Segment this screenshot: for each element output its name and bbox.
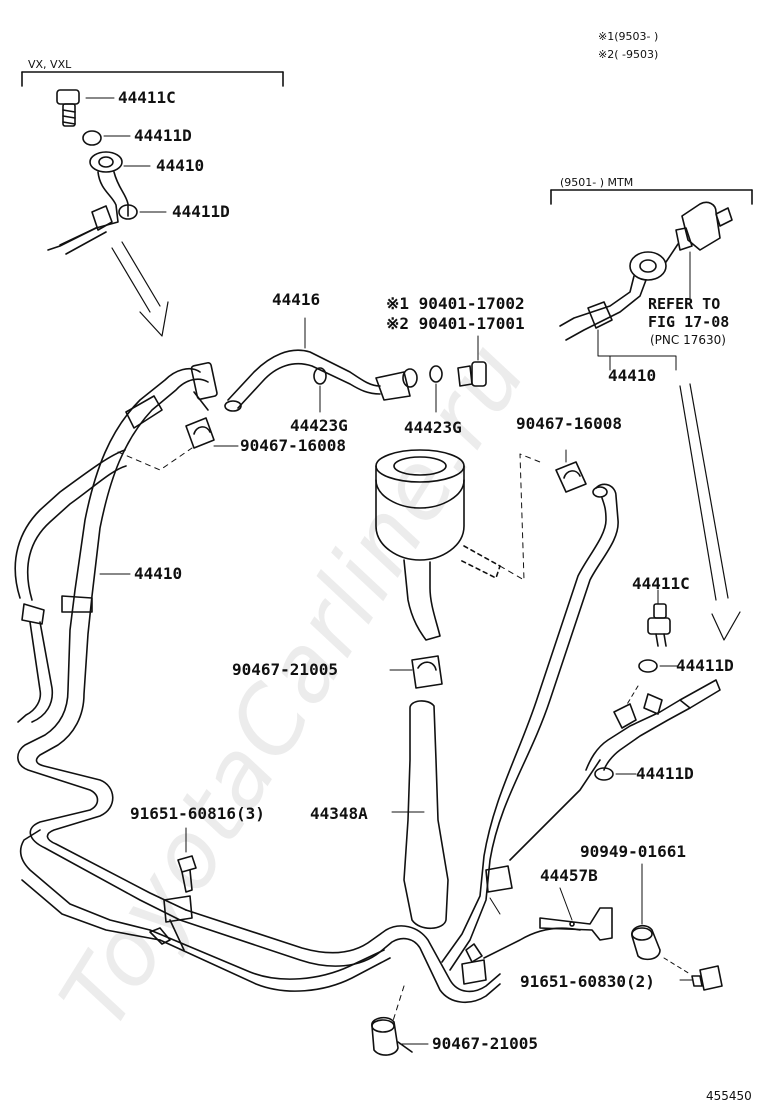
part-label-90467-16008: 90467-16008	[516, 414, 622, 433]
figure-number: 455450	[706, 1089, 752, 1103]
pressure-hose-detail	[509, 679, 721, 861]
hose-clip-icon	[555, 449, 587, 493]
hose-clip-icon	[185, 417, 237, 449]
part-label-44411c: 44411C	[118, 88, 176, 107]
leader-line	[117, 447, 193, 471]
note-1: ※1(9503- )	[598, 30, 659, 43]
flange-bolt-icon	[177, 827, 197, 893]
union-bolt-icon	[647, 589, 671, 647]
group-label-vx-vxl: VX, VXL	[28, 58, 72, 71]
return-pipe-44416	[224, 317, 418, 412]
part-label-90949-01661: 90949-01661	[580, 842, 686, 861]
part-label-44457b: 44457B	[540, 866, 598, 885]
suction-hose-44348a	[391, 700, 449, 930]
part-label-91651-60816: 91651-60816(3)	[130, 804, 265, 823]
flange-bolt-icon	[679, 965, 723, 991]
gasket-icon	[313, 367, 327, 385]
part-label-44411d: 44411D	[172, 202, 230, 221]
part-label-91651-60830: 91651-60830(2)	[520, 972, 655, 991]
refer-note-line-3: (PNC 17630)	[650, 333, 726, 347]
return-hose	[441, 483, 619, 971]
hose-clip-icon	[371, 1016, 429, 1056]
part-label-90401-17001: ※2 90401-17001	[386, 314, 525, 333]
group-label-mtm: (9501- ) MTM	[560, 176, 634, 189]
part-label-44411d: 44411D	[134, 126, 192, 145]
cooler-pipe-assembly	[19, 829, 581, 1003]
vx-vxl-group-bracket	[21, 71, 284, 87]
gasket-icon	[638, 659, 658, 673]
gasket-icon	[429, 365, 443, 383]
part-label-44410: 44410	[134, 564, 183, 583]
note-2: ※2( -9503)	[598, 48, 659, 61]
part-label-44411d: 44411D	[676, 656, 734, 675]
part-label-44423g: 44423G	[404, 418, 462, 437]
part-label-90467-21005: 90467-21005	[232, 660, 338, 679]
mtm-group-bracket	[550, 189, 753, 205]
part-label-44416: 44416	[272, 290, 321, 309]
arrow-icon	[111, 241, 169, 337]
union-bolt-icon	[457, 335, 487, 387]
refer-note-line-1: REFER TO	[648, 295, 721, 313]
leader-line	[391, 985, 405, 1025]
hose-clamp-icon	[631, 863, 691, 975]
hose-clip-icon	[411, 655, 443, 689]
arrow-icon	[679, 383, 741, 641]
bracket-44457b	[539, 887, 613, 941]
part-label-44410: 44410	[608, 366, 657, 385]
mtm-union-detail	[559, 201, 733, 371]
pressure-hose-detail	[47, 151, 151, 255]
part-label-90401-17002: ※1 90401-17002	[386, 294, 525, 313]
refer-note-line-2: FIG 17-08	[648, 313, 730, 331]
label-leader-lines	[99, 355, 611, 671]
gasket-icon	[82, 130, 102, 146]
part-label-90467-16008: 90467-16008	[240, 436, 346, 455]
union-bolt-icon	[56, 89, 115, 127]
part-label-44348a: 44348A	[310, 804, 368, 823]
pressure-hose-44410	[14, 362, 218, 921]
part-label-90467-21005: 90467-21005	[432, 1034, 538, 1053]
part-label-44410: 44410	[156, 156, 205, 175]
part-label-44411d: 44411D	[636, 764, 694, 783]
reservoir-tank	[375, 449, 541, 641]
part-label-44423g: 44423G	[290, 416, 348, 435]
part-label-44411c: 44411C	[632, 574, 690, 593]
